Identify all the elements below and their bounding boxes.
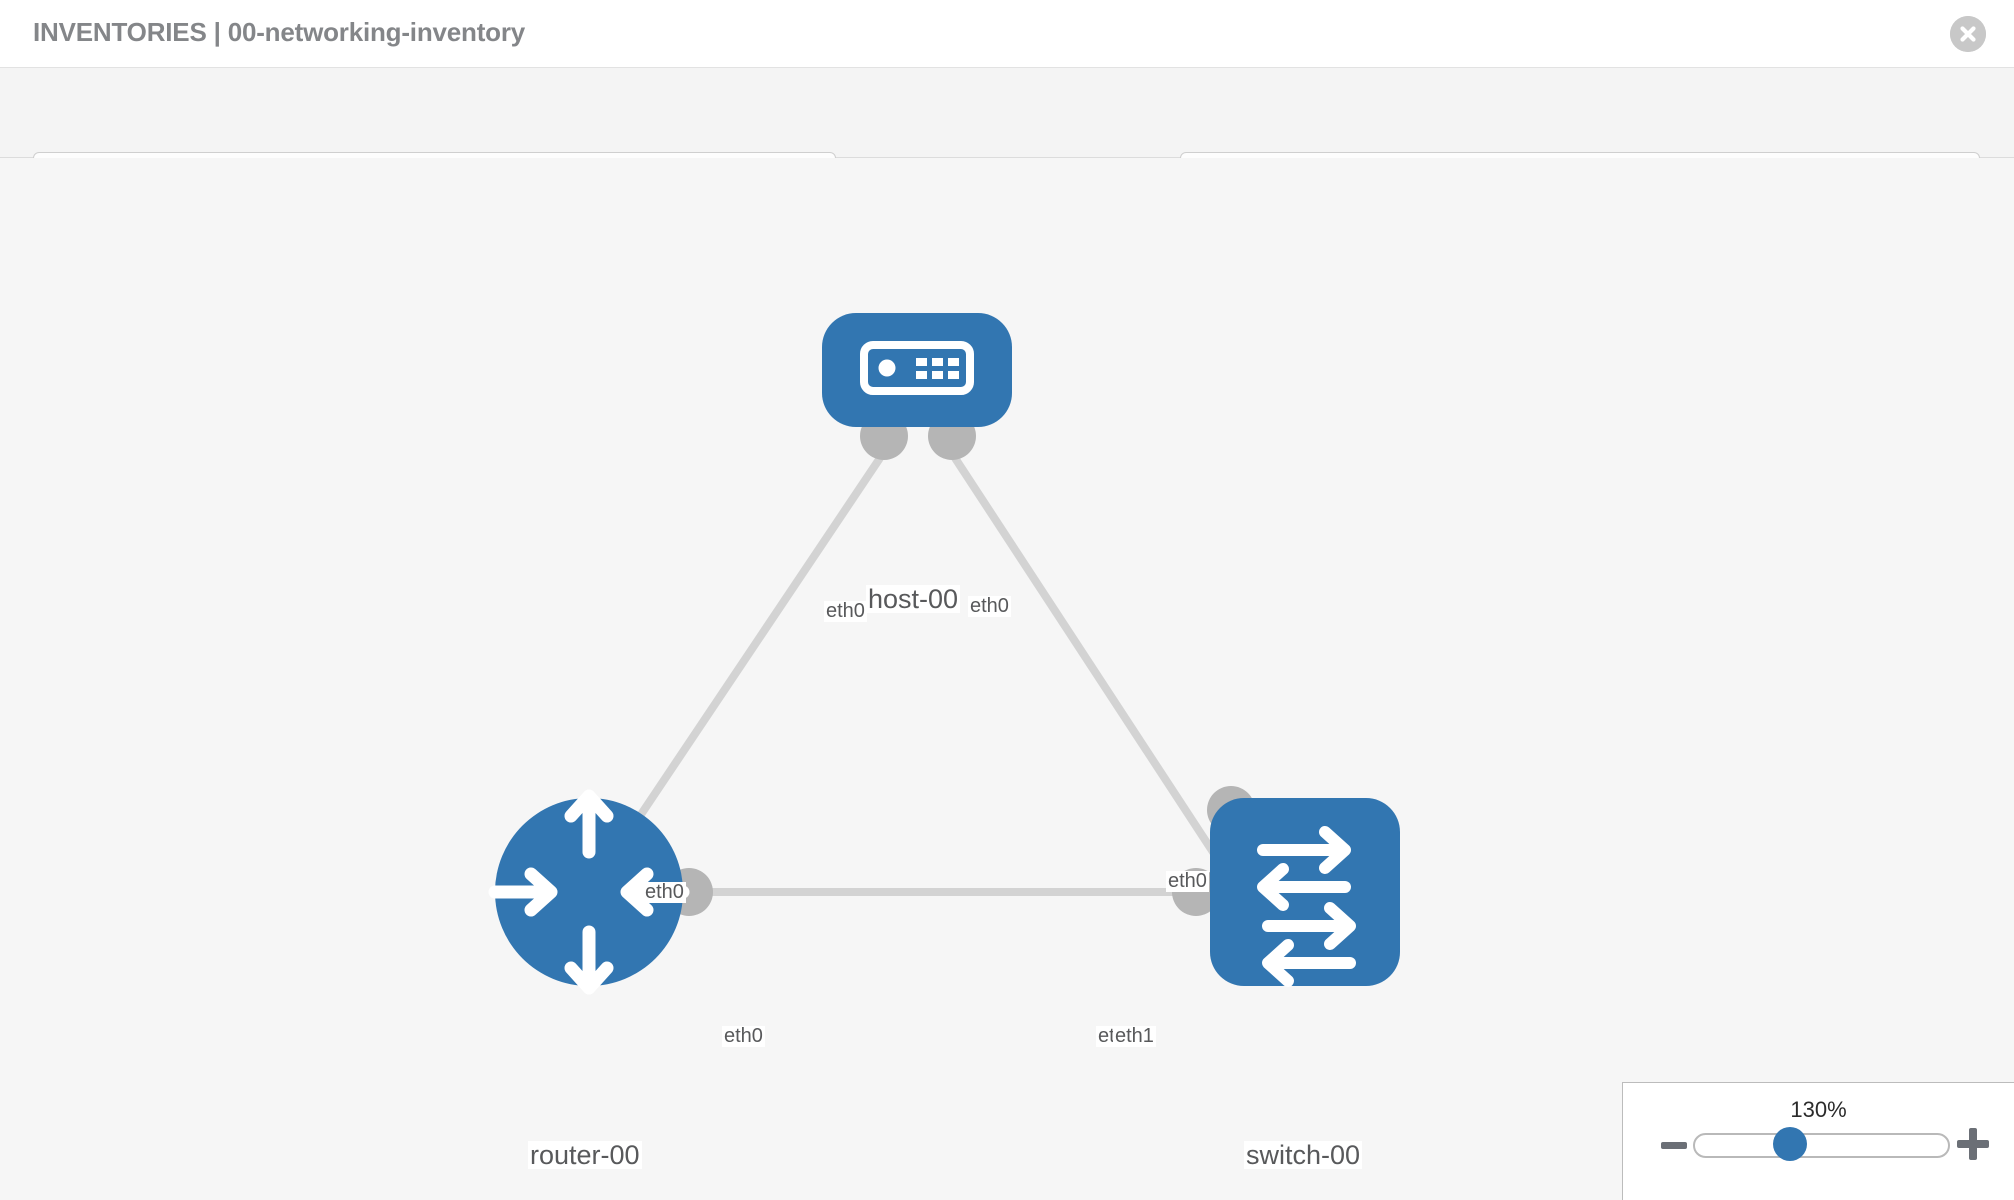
topology-edges: [585, 455, 1234, 896]
topology-canvas[interactable]: eth0 eth0 eth0 eth0 eth0 eth1 eth0 host-…: [0, 158, 2014, 1200]
iface-label-router-right: eth0: [722, 1025, 765, 1047]
iface-label-router-top: eth0: [643, 881, 686, 903]
toolbar: ACTIONS SEARCH: [0, 68, 2014, 204]
node-switch-00: [1210, 798, 1400, 987]
iface-label-switch-left-eth1: eth1: [1113, 1025, 1156, 1047]
node-host-00: [822, 313, 1012, 427]
zoom-slider-thumb[interactable]: [1773, 1127, 1807, 1161]
node-label-host-00: host-00: [866, 584, 961, 614]
zoom-slider-track[interactable]: [1693, 1133, 1950, 1158]
node-router-00: [488, 789, 690, 995]
server-icon: [860, 341, 974, 395]
iface-label-host-right: eth0: [968, 595, 1011, 617]
topology-graph: [488, 313, 1400, 995]
page-title: INVENTORIES | 00-networking-inventory: [33, 17, 526, 47]
zoom-control-panel: 130%: [1622, 1082, 2014, 1200]
minus-icon[interactable]: [1659, 1131, 1689, 1166]
iface-label-host-left: eth0: [824, 600, 867, 622]
plus-icon[interactable]: [1954, 1125, 1992, 1168]
topology-connectors: [665, 412, 1255, 916]
node-label-switch-00: switch-00: [1244, 1140, 1363, 1170]
zoom-percent-label: 130%: [1790, 1097, 1847, 1122]
close-icon[interactable]: [1950, 16, 1986, 52]
iface-label-switch-top: eth0: [1166, 870, 1209, 892]
edge-host-switch: [951, 455, 1234, 881]
switch-arrows-icon: [1257, 826, 1356, 987]
header-bar: INVENTORIES | 00-networking-inventory: [0, 0, 2014, 68]
node-label-router-00: router-00: [528, 1140, 642, 1170]
